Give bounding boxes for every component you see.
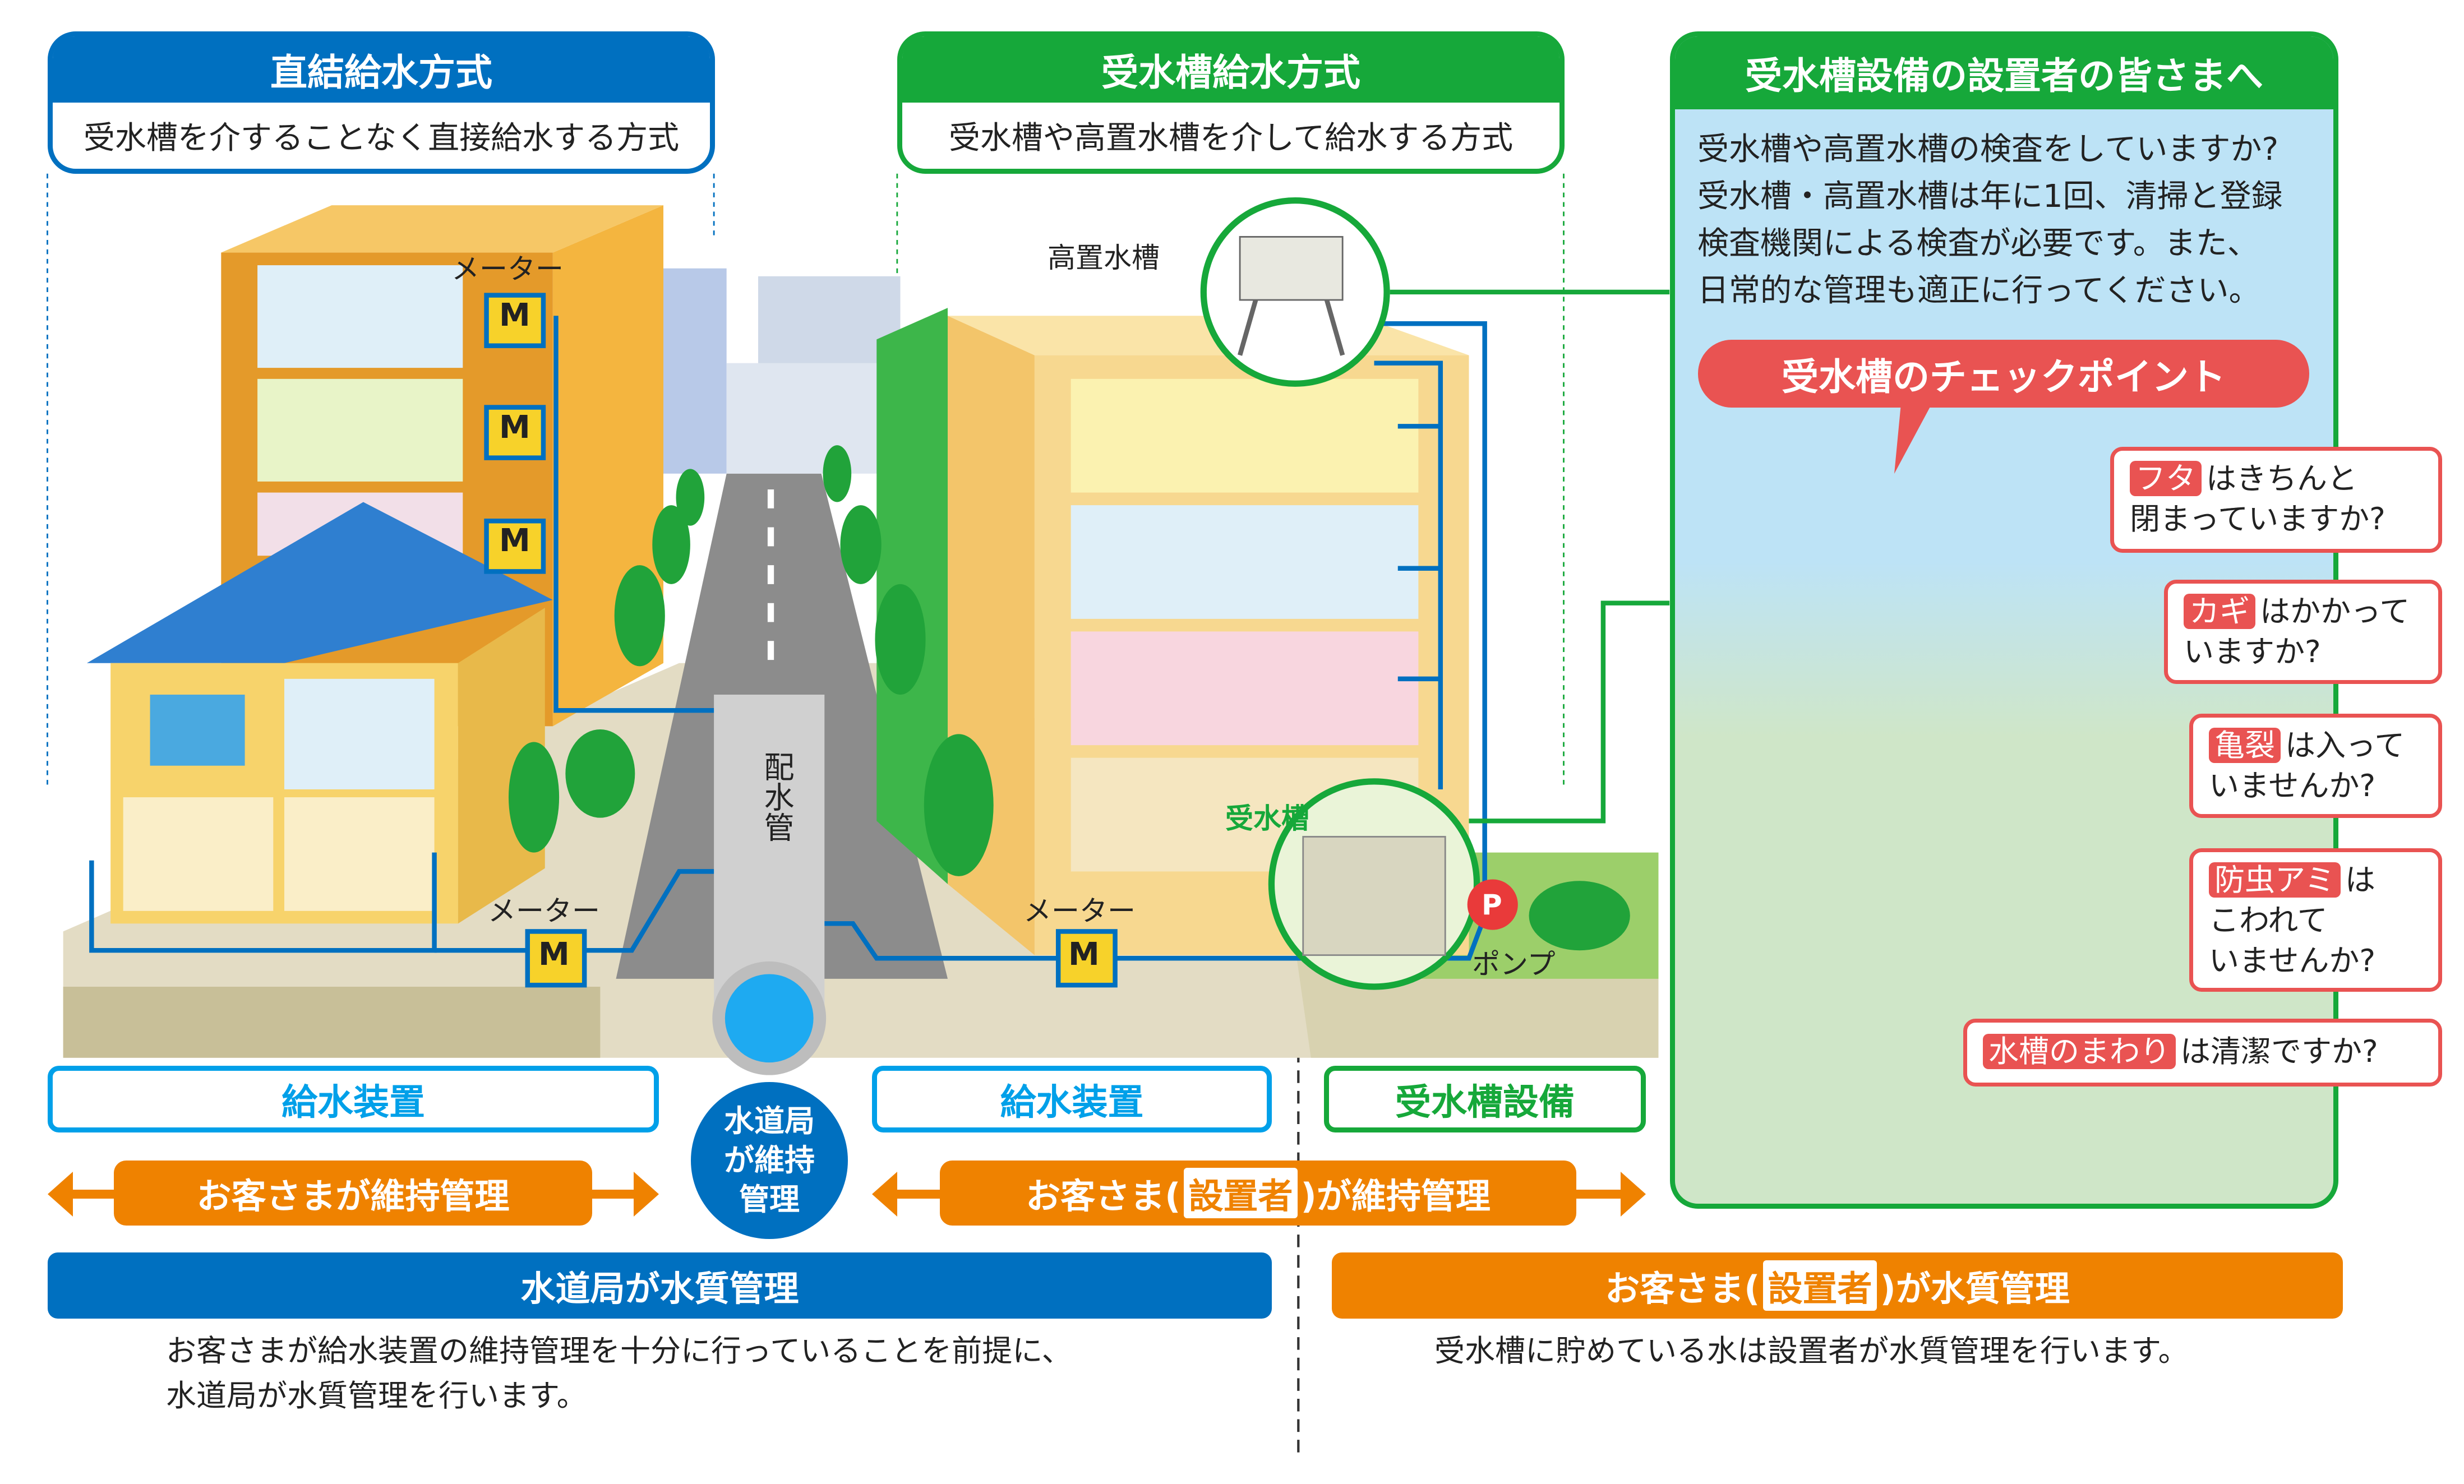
room <box>257 265 463 368</box>
check-tag: 亀裂 <box>2209 728 2281 763</box>
check-text: 閉まっていますか? <box>2130 501 2385 537</box>
pump-label: ポンプ <box>1472 948 1556 981</box>
room <box>123 797 274 911</box>
room <box>1070 378 1419 493</box>
meter-symbol: M <box>1068 936 1100 973</box>
ground-left <box>63 986 601 1058</box>
tank-supply-title: 受水槽給水方式 <box>902 36 1559 103</box>
owner-quality-bar: お客さま(設置者)が水質管理 <box>1332 1252 2343 1319</box>
label-text: )が水質管理 <box>1880 1268 2070 1309</box>
owners-panel: 受水槽設備の設置者の皆さまへ 受水槽や高置水槽の検査をしていますか? 受水槽・高… <box>1670 31 2338 1209</box>
check-crack: 亀裂は入って いませんか? <box>2189 714 2442 818</box>
owners-line: 受水槽や高置水槽の検査をしていますか? <box>1697 131 2279 168</box>
check-lock: カギはかかって いますか? <box>2164 580 2442 684</box>
meter-symbol: M <box>499 523 530 559</box>
main-pipe-water <box>725 974 814 1063</box>
meter-symbol: M <box>499 297 530 334</box>
bureau-quality-text: お客さまが給水装置の維持管理を十分に行っていることを前提に、 水道局が水質管理を… <box>166 1329 1072 1418</box>
pump-symbol: P <box>1482 889 1502 921</box>
meter-symbol: M <box>538 936 570 973</box>
meter-label: メーター <box>1023 895 1136 927</box>
room <box>1070 631 1419 746</box>
check-text: こわれて <box>2209 903 2328 938</box>
direct-supply-header: 直結給水方式 受水槽を介することなく直接給水する方式 <box>48 31 715 174</box>
room <box>257 378 463 482</box>
bg-building <box>726 363 885 474</box>
tank-supply-subtitle: 受水槽や高置水槽を介して給水する方式 <box>948 119 1514 156</box>
main-pipe-label: 配水管 <box>759 751 794 842</box>
meter-icons <box>484 293 1118 988</box>
room <box>1070 505 1419 619</box>
panel-connectors <box>1390 289 1670 824</box>
text-line: お客さまが給水装置の維持管理を十分に行っていることを前提に、 <box>166 1333 1072 1369</box>
meter-label: メーター <box>488 895 600 927</box>
check-tag: 防虫アミ <box>2209 862 2341 898</box>
house-roof <box>86 502 553 663</box>
owners-panel-title: 受水槽設備の設置者の皆さまへ <box>1675 36 2333 109</box>
check-lid: フタはきちんと 閉まっていますか? <box>2110 447 2442 553</box>
check-tag: フタ <box>2130 461 2202 496</box>
tank-equipment-label: 受水槽設備 <box>1324 1066 1646 1132</box>
house-window <box>150 695 245 766</box>
tank-supply-header: 受水槽給水方式 受水槽や高置水槽を介して給水する方式 <box>897 31 1565 174</box>
checkpoint-title: 受水槽のチェックポイント <box>1698 340 2309 408</box>
check-text: は <box>2345 862 2375 898</box>
owner-maintain-label: お客さま(設置者)が維持管理 <box>940 1161 1576 1226</box>
check-text: いますか? <box>2184 634 2321 669</box>
pump-icon <box>1467 879 1518 930</box>
callout-tail <box>1894 404 1932 474</box>
owner-word: 設置者 <box>1184 1168 1298 1218</box>
check-surroundings: 水槽のまわりは清潔ですか? <box>1963 1019 2442 1087</box>
bg-building <box>663 268 727 474</box>
room <box>284 678 435 789</box>
check-text: はきちんと <box>2206 461 2357 496</box>
receiving-tank-icon <box>1302 836 1446 956</box>
label-text: お客さま( <box>1605 1268 1760 1309</box>
elevated-tank-icon <box>1239 235 1344 301</box>
apartment-roof <box>221 205 663 253</box>
check-tag: カギ <box>2184 594 2255 629</box>
check-text: は入って <box>2285 728 2405 763</box>
meter-symbol: M <box>499 409 530 446</box>
room <box>284 797 435 911</box>
check-tag: 水槽のまわり <box>1983 1034 2176 1069</box>
owners-line: 検査機関による検査が必要です。また、 <box>1697 225 2259 262</box>
check-insect-screen: 防虫アミは こわれて いませんか? <box>2189 848 2442 992</box>
direct-supply-subtitle: 受水槽を介することなく直接給水する方式 <box>83 119 680 156</box>
customer-maintain-label: お客さまが維持管理 <box>114 1161 592 1226</box>
bureau-quality-bar: 水道局が水質管理 <box>48 1252 1272 1319</box>
receiving-tank-label: 受水槽 <box>1225 802 1309 835</box>
meter-label: メーター <box>451 253 564 285</box>
check-text: いませんか? <box>2209 943 2376 978</box>
label-text: )が維持管理 <box>1300 1176 1491 1217</box>
check-text: は清潔ですか? <box>2180 1034 2378 1069</box>
supply-device-label: 給水装置 <box>872 1066 1272 1132</box>
elevated-tank-label: 高置水槽 <box>1048 242 1160 274</box>
check-text: いませんか? <box>2209 768 2376 803</box>
owners-line: 日常的な管理も適正に行ってください。 <box>1697 272 2260 309</box>
supply-device-label: 給水装置 <box>48 1066 659 1132</box>
trees <box>508 445 1630 951</box>
owner-word: 設置者 <box>1763 1260 1877 1311</box>
owners-panel-text: 受水槽や高置水槽の検査をしていますか? 受水槽・高置水槽は年に1回、清掃と登録 … <box>1675 109 2333 331</box>
owner-quality-text: 受水槽に貯めている水は設置者が水質管理を行います。 <box>1434 1333 2189 1369</box>
label-text: お客さま( <box>1026 1176 1181 1217</box>
check-text: はかかって <box>2260 594 2410 629</box>
text-line: 水道局が水質管理を行います。 <box>166 1378 587 1413</box>
bureau-maintain-badge: 水道局が維持管理 <box>691 1082 848 1239</box>
owners-line: 受水槽・高置水槽は年に1回、清掃と登録 <box>1697 178 2283 215</box>
direct-supply-title: 直結給水方式 <box>53 36 710 103</box>
